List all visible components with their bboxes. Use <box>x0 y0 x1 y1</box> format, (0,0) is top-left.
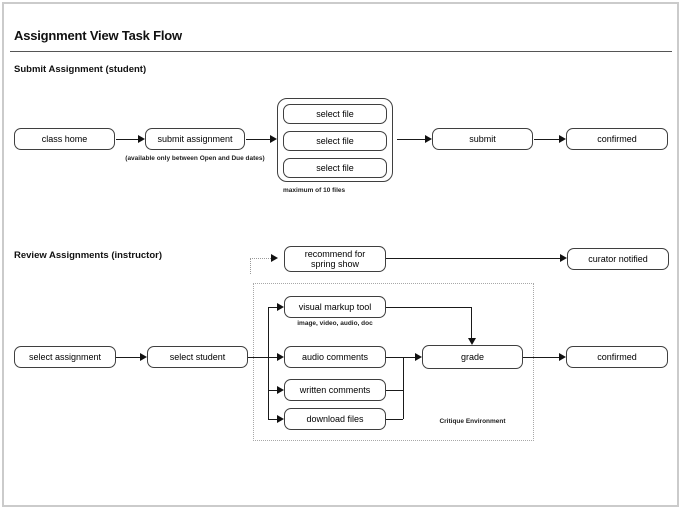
title-divider-line <box>10 51 672 52</box>
node-select-file-1: select file <box>283 104 387 124</box>
connector-submitassignment-files <box>246 139 270 140</box>
arrowhead-into-written-comments <box>277 386 284 394</box>
arrowhead-into-confirmed-student <box>559 135 566 143</box>
arrowhead-into-select-student <box>140 353 147 361</box>
connector-visualmarkup-horizontal <box>386 307 472 308</box>
arrowhead-into-recommend <box>271 254 278 262</box>
connector-classhome-submitassignment <box>116 139 138 140</box>
branch-vertical-line <box>268 307 269 419</box>
node-written-comments: written comments <box>284 379 386 401</box>
branch-to-download-files <box>268 419 277 420</box>
arrowhead-into-curator-notified <box>560 254 567 262</box>
files-maximum-note: maximum of 10 files <box>283 187 346 194</box>
node-submit: submit <box>432 128 533 150</box>
connector-submit-confirmed <box>534 139 559 140</box>
branch-to-written-comments <box>268 390 277 391</box>
connector-selectstudent-branch <box>248 357 277 358</box>
connector-files-submit <box>397 139 425 140</box>
stub-download-collector <box>386 419 403 420</box>
node-select-file-2: select file <box>283 131 387 151</box>
arrowhead-into-visual-markup <box>277 303 284 311</box>
connector-grade-confirmed <box>523 357 559 358</box>
arrowhead-into-grade <box>415 353 422 361</box>
node-grade: grade <box>422 345 523 369</box>
node-audio-comments: audio comments <box>284 346 386 368</box>
arrowhead-into-submit-assignment <box>138 135 145 143</box>
node-confirmed-student: confirmed <box>566 128 668 150</box>
connector-recommend-curator <box>386 258 560 259</box>
node-select-assignment: select assignment <box>14 346 116 368</box>
arrowhead-down-into-grade <box>468 338 476 345</box>
critique-environment-label: Critique Environment <box>439 418 506 425</box>
node-submit-assignment: submit assignment <box>145 128 245 150</box>
submit-assignment-note: (available only between Open and Due dat… <box>125 155 265 162</box>
page-title: Assignment View Task Flow <box>14 28 182 43</box>
branch-to-visual-markup <box>268 307 277 308</box>
connector-selectassignment-selectstudent <box>116 357 140 358</box>
stub-written-collector <box>386 390 403 391</box>
section-label-student: Submit Assignment (student) <box>14 64 147 75</box>
node-class-home: class home <box>14 128 115 150</box>
critique-environment-region <box>253 283 534 441</box>
visual-markup-note: image, video, audio, doc <box>297 320 373 327</box>
section-label-instructor: Review Assignments (instructor) <box>14 250 162 261</box>
node-curator-notified: curator notified <box>567 248 669 270</box>
node-visual-markup-tool: visual markup tool <box>284 296 386 318</box>
node-select-file-3: select file <box>283 158 387 178</box>
node-download-files: download files <box>284 408 386 430</box>
collector-vertical-line <box>403 357 404 419</box>
arrowhead-into-submit <box>425 135 432 143</box>
arrowhead-into-files-group <box>270 135 277 143</box>
node-select-student: select student <box>147 346 248 368</box>
node-confirmed-instructor: confirmed <box>566 346 668 368</box>
node-recommend-spring-show: recommend for spring show <box>284 246 386 272</box>
arrowhead-into-audio-comments <box>277 353 284 361</box>
dotted-connector-vertical-recommend <box>250 259 251 274</box>
connector-visualmarkup-vertical <box>471 307 472 338</box>
arrowhead-into-download-files <box>277 415 284 423</box>
arrowhead-into-confirmed-instructor <box>559 353 566 361</box>
dotted-connector-horizontal-recommend <box>250 258 271 259</box>
connector-audio-grade <box>386 357 415 358</box>
